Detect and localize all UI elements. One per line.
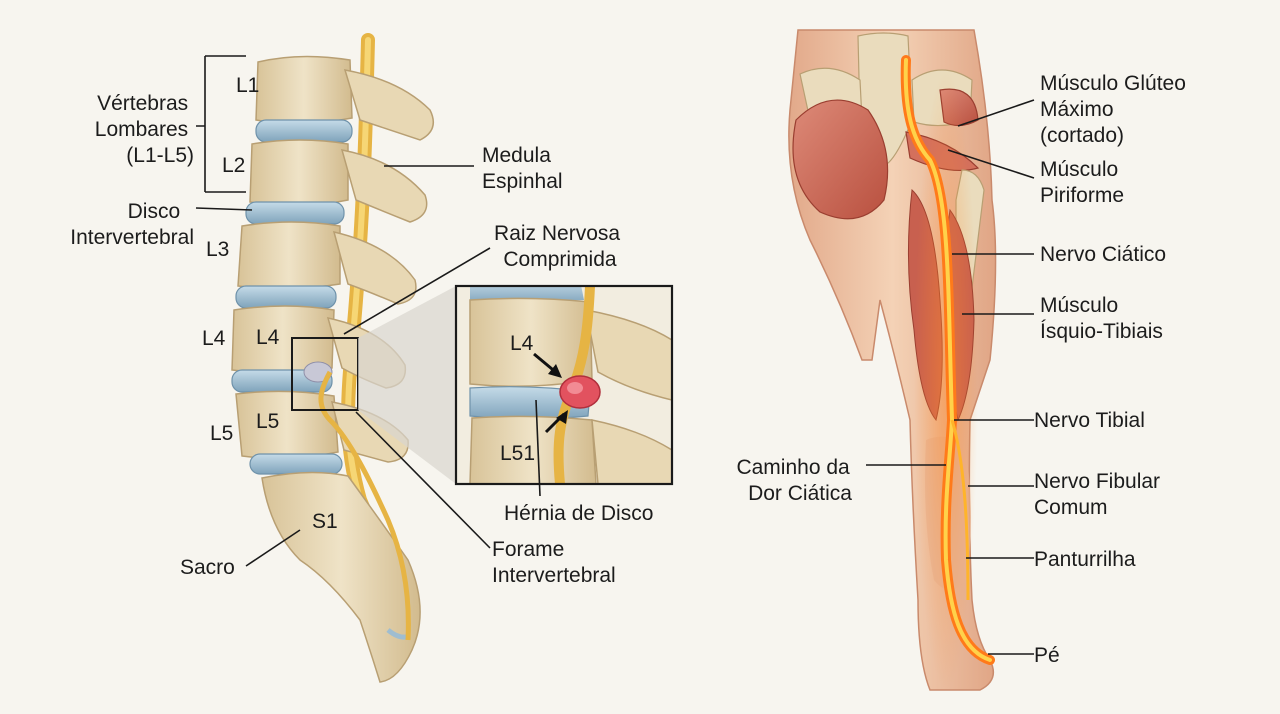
lumbar-spine-illustration	[231, 33, 456, 683]
calf-label: Panturrilha	[1034, 548, 1136, 571]
posterior-leg-illustration	[788, 29, 997, 691]
leader-lines	[195, 55, 1035, 655]
herniation-inset	[454, 284, 674, 486]
piriformis-leader	[947, 149, 1035, 179]
vertebra-l1	[255, 55, 435, 141]
piriformis-label: Músculo Piriforme	[1040, 158, 1124, 207]
gluteus-label: Músculo Glúteo Máximo (cortado)	[1040, 72, 1192, 147]
disc-leader	[195, 207, 253, 211]
inset-label-l4: L4	[510, 332, 534, 355]
pain-path-label: Caminho da Dor Ciática	[736, 456, 855, 505]
fibular-nerve-branch	[950, 419, 970, 601]
disc-l2-l3	[245, 201, 345, 225]
leg-labels: Músculo Glúteo Máximo (cortado) Músculo …	[736, 72, 1192, 667]
disc-l3-l4	[235, 285, 337, 309]
label-l3: L3	[206, 238, 229, 261]
label-s1: S1	[312, 510, 338, 533]
foramen-label: Forame Intervertebral	[492, 538, 616, 587]
vertebra-l2	[249, 139, 428, 223]
label-l1: L1	[236, 74, 259, 97]
label-l4-outer: L4	[202, 327, 226, 350]
label-l4-inner: L4	[256, 326, 280, 349]
spinal-cord-label: Medula Espinhal	[482, 144, 563, 193]
inset-label-l5: L51	[500, 442, 535, 465]
herniation-label: Hérnia de Disco	[504, 502, 653, 525]
label-l5-inner: L5	[256, 410, 279, 433]
herniation-leader	[535, 399, 541, 497]
sacrum-leader	[245, 529, 301, 567]
tibial-label: Nervo Tibial	[1034, 409, 1145, 432]
hamstrings-label: Músculo Ísquio-Tibiais	[1040, 294, 1163, 343]
lumbar-bracket	[196, 55, 246, 193]
sciatic-label: Nervo Ciático	[1040, 243, 1166, 266]
compressed-root-label: Raiz Nervosa Comprimida	[494, 222, 626, 271]
fibular-label: Nervo Fibular Comum	[1034, 470, 1166, 519]
compressed-root-leader	[343, 247, 491, 335]
label-l2: L2	[222, 154, 245, 177]
disc-l5-s1	[249, 453, 343, 475]
foramen-leader	[355, 411, 491, 549]
zoom-cone	[358, 286, 456, 484]
disc-label: Disco Intervertebral	[70, 200, 194, 249]
sacrum-shape	[261, 471, 421, 683]
vertebra-l3	[237, 221, 417, 305]
label-l5-outer: L5	[210, 422, 233, 445]
lumbar-group-label: Vértebras Lombares (L1-L5)	[95, 92, 194, 167]
sacrum-label: Sacro	[180, 556, 235, 579]
gluteus-maximus-muscle	[792, 99, 889, 220]
spine-labels: Vértebras Lombares (L1-L5) L1 L2 L3 L4 L…	[70, 74, 653, 587]
foot-label: Pé	[1034, 644, 1060, 667]
gluteus-leader	[957, 99, 1035, 127]
disc-l1-l2	[255, 119, 353, 143]
